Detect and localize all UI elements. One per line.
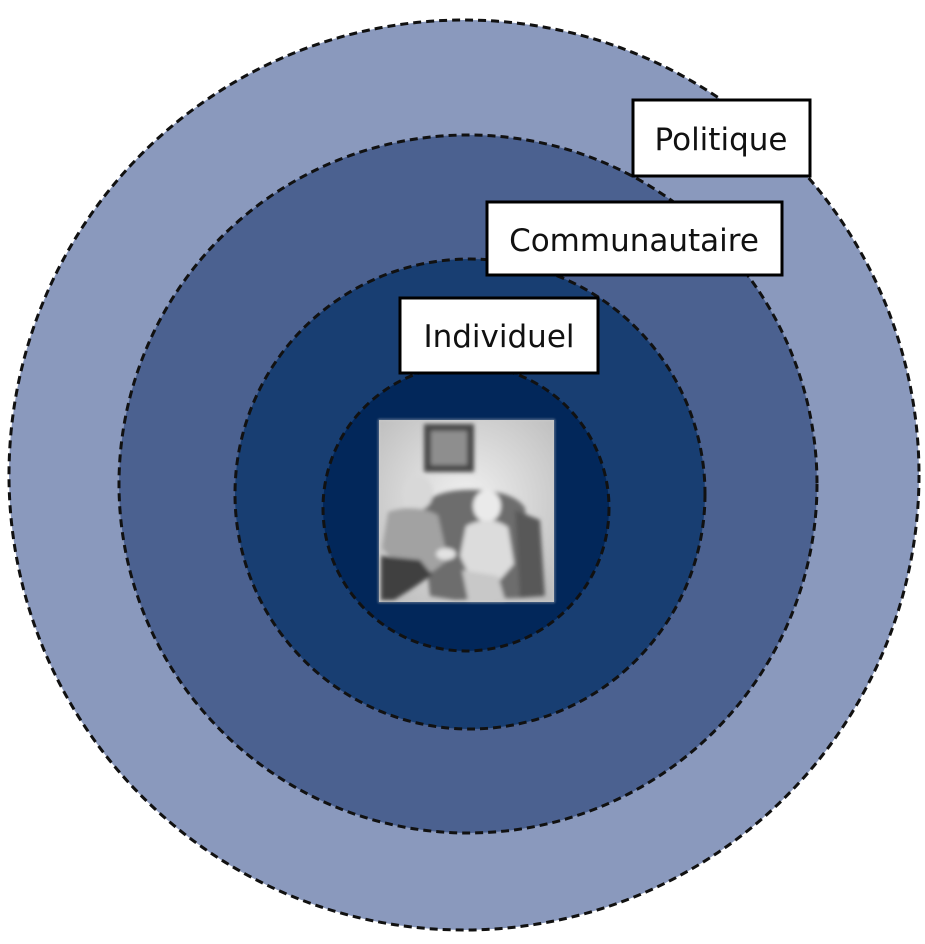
label-communautaire: Communautaire	[485, 200, 784, 277]
label-individuel: Individuel	[398, 296, 600, 375]
label-politique-text: Politique	[655, 122, 788, 158]
label-politique: Politique	[631, 98, 812, 178]
label-individuel-text: Individuel	[423, 319, 574, 355]
center-photo	[378, 419, 555, 603]
label-communautaire-text: Communautaire	[509, 223, 759, 259]
